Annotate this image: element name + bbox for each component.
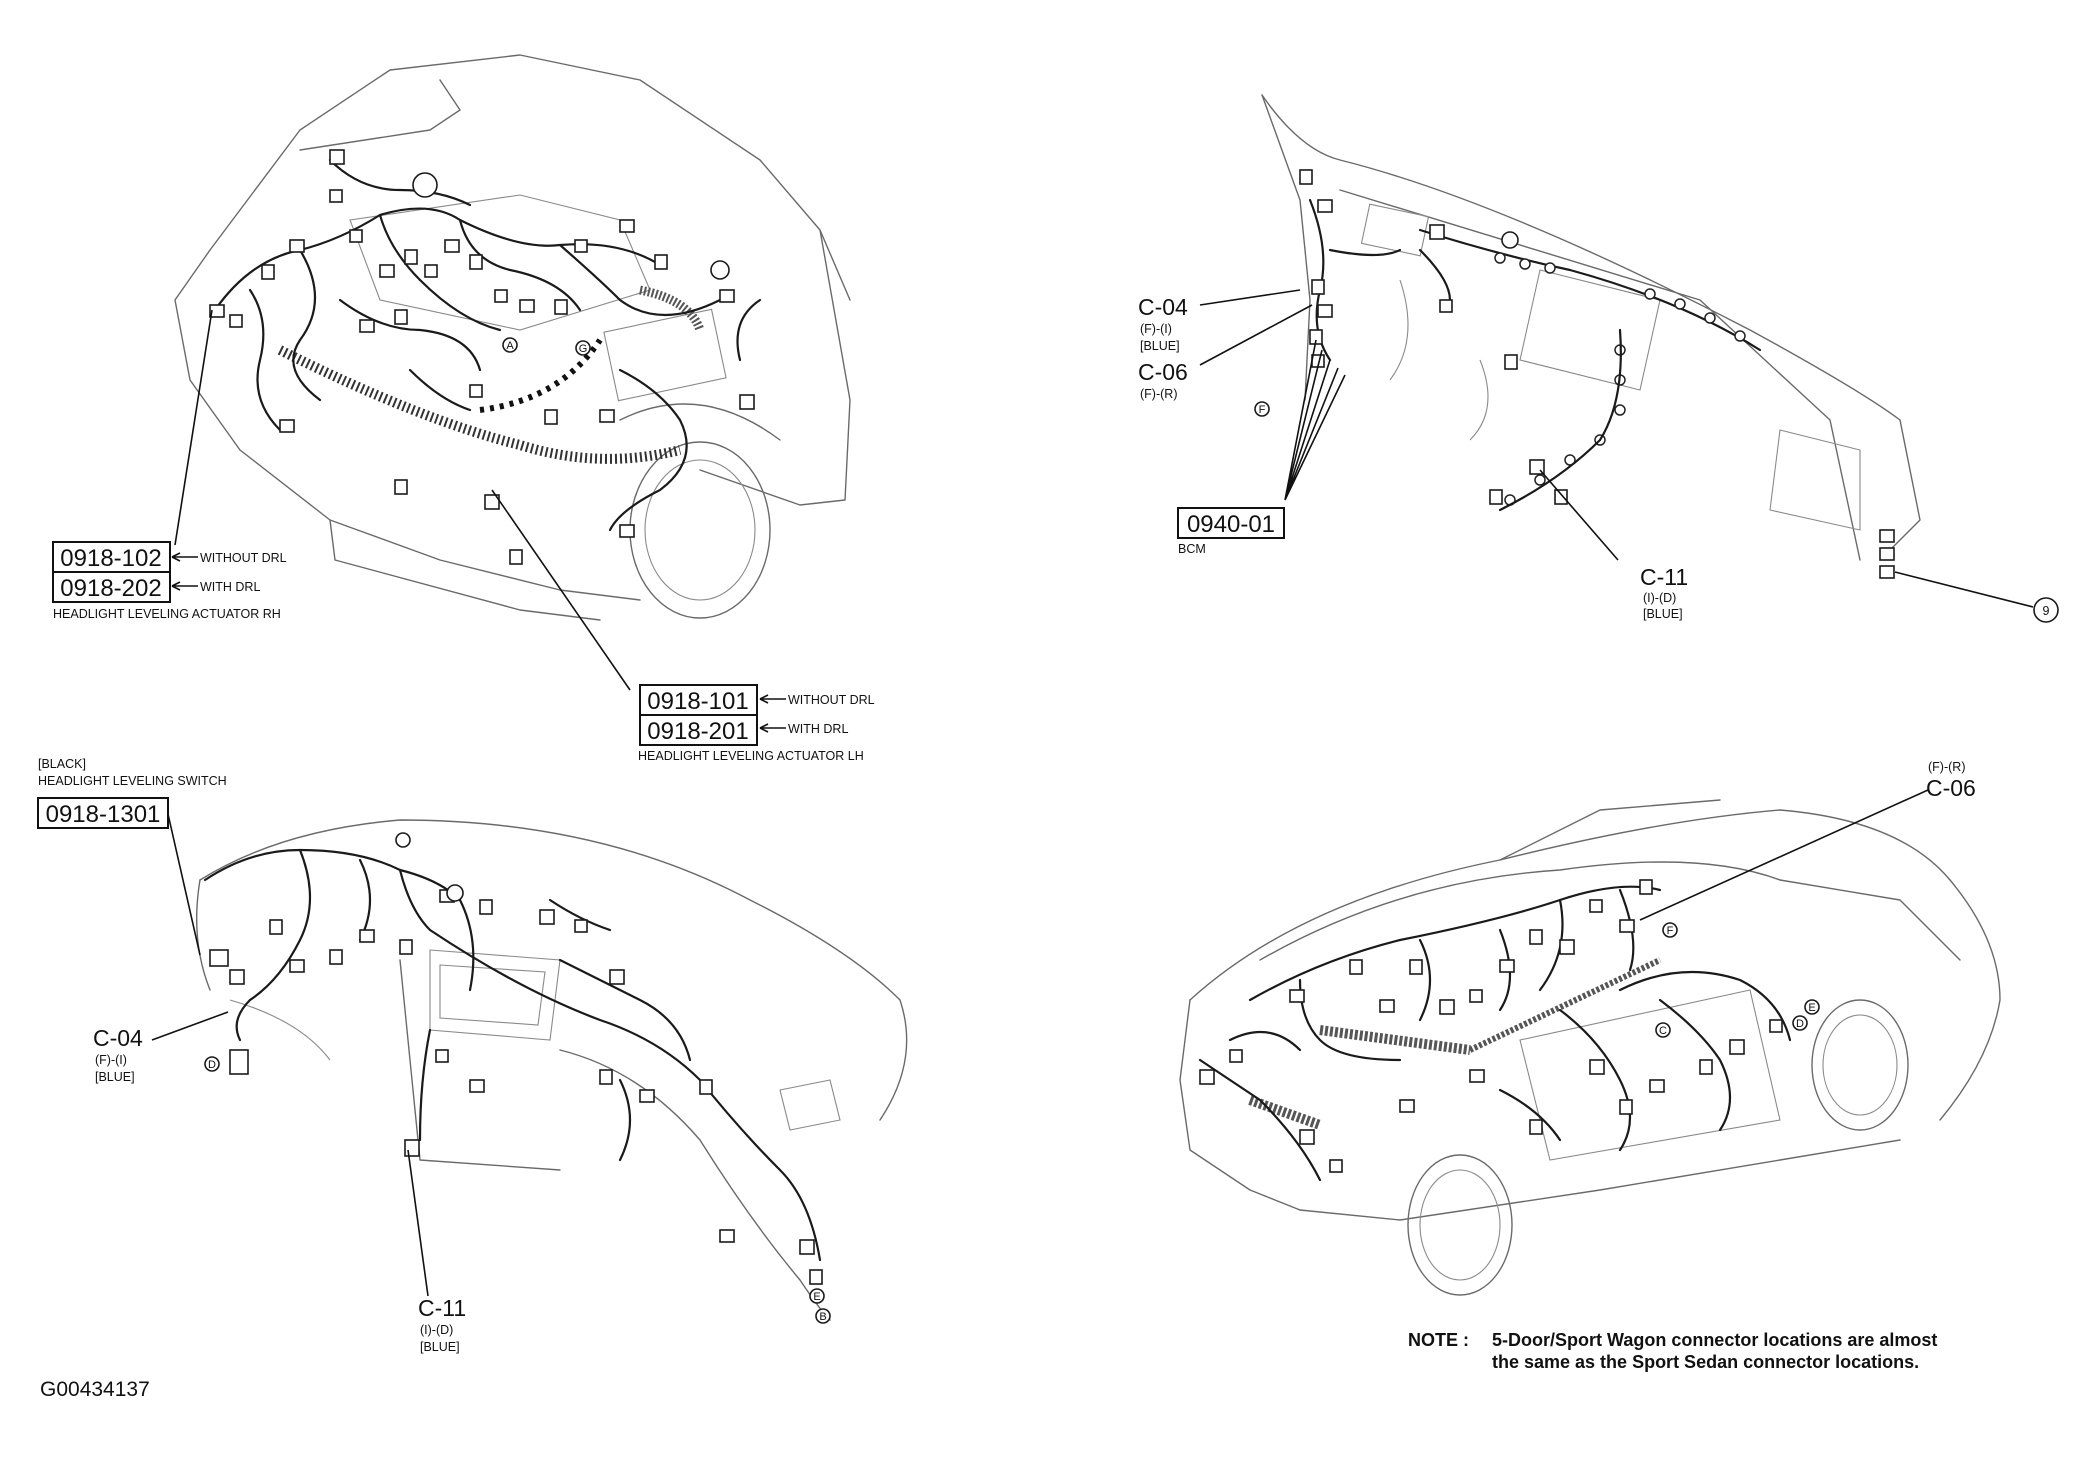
marker-f-car: F [1667, 925, 1674, 937]
c11-label-dash: C-11 [418, 1295, 466, 1321]
rh-caption: HEADLIGHT LEVELING ACTUATOR RH [53, 607, 281, 621]
bcm-code: 0940-01 [1187, 511, 1275, 538]
marker-9: 9 [2043, 604, 2050, 618]
switch-caption: HEADLIGHT LEVELING SWITCH [38, 774, 227, 788]
note-block: NOTE : 5-Door/Sport Wagon connector loca… [1408, 1330, 1937, 1372]
note-label: NOTE : [1408, 1330, 1469, 1350]
lh-note-1: WITHOUT DRL [788, 693, 875, 707]
marker-e-dash: E [813, 1291, 820, 1303]
c04-label-top: C-04 [1138, 294, 1188, 320]
rh-code-2: 0918-202 [60, 575, 161, 602]
c11-pos-dash: (I)-(D) [420, 1323, 453, 1337]
switch-color: [BLACK] [38, 757, 86, 771]
note-line-2: the same as the Sport Sedan connector lo… [1492, 1352, 1919, 1372]
c04-color-dash: [BLUE] [95, 1070, 135, 1084]
c11-pos-top: (I)-(D) [1643, 591, 1676, 605]
c06-label-top: C-06 [1138, 359, 1188, 385]
c11-color-dash: [BLUE] [420, 1340, 460, 1354]
marker-f: F [1259, 404, 1266, 416]
lh-note-2: WITH DRL [788, 722, 848, 736]
marker-a: A [506, 340, 514, 352]
c04-pos-top: (F)-(I) [1140, 322, 1172, 336]
marker-c-car: C [1659, 1025, 1667, 1037]
full-vehicle-view: F E D C (F)-(R) C-06 [1179, 760, 2001, 1296]
c06-pos-car: (F)-(R) [1928, 760, 1965, 774]
bcm-caption: BCM [1178, 542, 1206, 556]
marker-d-dash: D [208, 1059, 216, 1071]
rh-note-1: WITHOUT DRL [200, 551, 287, 565]
lh-caption: HEADLIGHT LEVELING ACTUATOR LH [638, 749, 864, 763]
rh-note-2: WITH DRL [200, 580, 260, 594]
c04-label-dash: C-04 [93, 1025, 143, 1051]
rh-code-1: 0918-102 [60, 545, 161, 572]
c11-color-top: [BLUE] [1643, 607, 1683, 621]
marker-b-dash: B [819, 1311, 826, 1323]
c06-pos-top: (F)-(R) [1140, 387, 1177, 401]
c11-label-top: C-11 [1640, 564, 1688, 590]
marker-g: G [579, 343, 588, 355]
marker-d-car: D [1796, 1018, 1804, 1030]
figure-id: G00434137 [40, 1378, 150, 1401]
interior-bcm-view: F C-04 (F)-(I) [BLUE] C-06 (F)-(R) 0940-… [1138, 94, 2059, 623]
c06-label-car: C-06 [1926, 775, 1976, 801]
note-line-1: 5-Door/Sport Wagon connector locations a… [1492, 1330, 1937, 1350]
c04-pos-dash: (F)-(I) [95, 1053, 127, 1067]
rh-actuator-callout: 0918-102 0918-202 WITHOUT DRL WITH DRL H… [52, 541, 287, 621]
dashboard-view: D E B [BLACK] HEADLIGHT LEVELING SWITCH … [37, 757, 908, 1354]
switch-code: 0918-1301 [46, 801, 161, 828]
lh-code-2: 0918-201 [647, 718, 748, 745]
engine-bay-view: A G 0918-102 0918-202 WITHOUT DRL WITH D… [52, 54, 875, 763]
lh-code-1: 0918-101 [647, 688, 748, 715]
lh-actuator-callout: 0918-101 0918-201 WITHOUT DRL WITH DRL H… [638, 684, 875, 763]
marker-e-car: E [1808, 1002, 1815, 1014]
c04-color-top: [BLUE] [1140, 339, 1180, 353]
